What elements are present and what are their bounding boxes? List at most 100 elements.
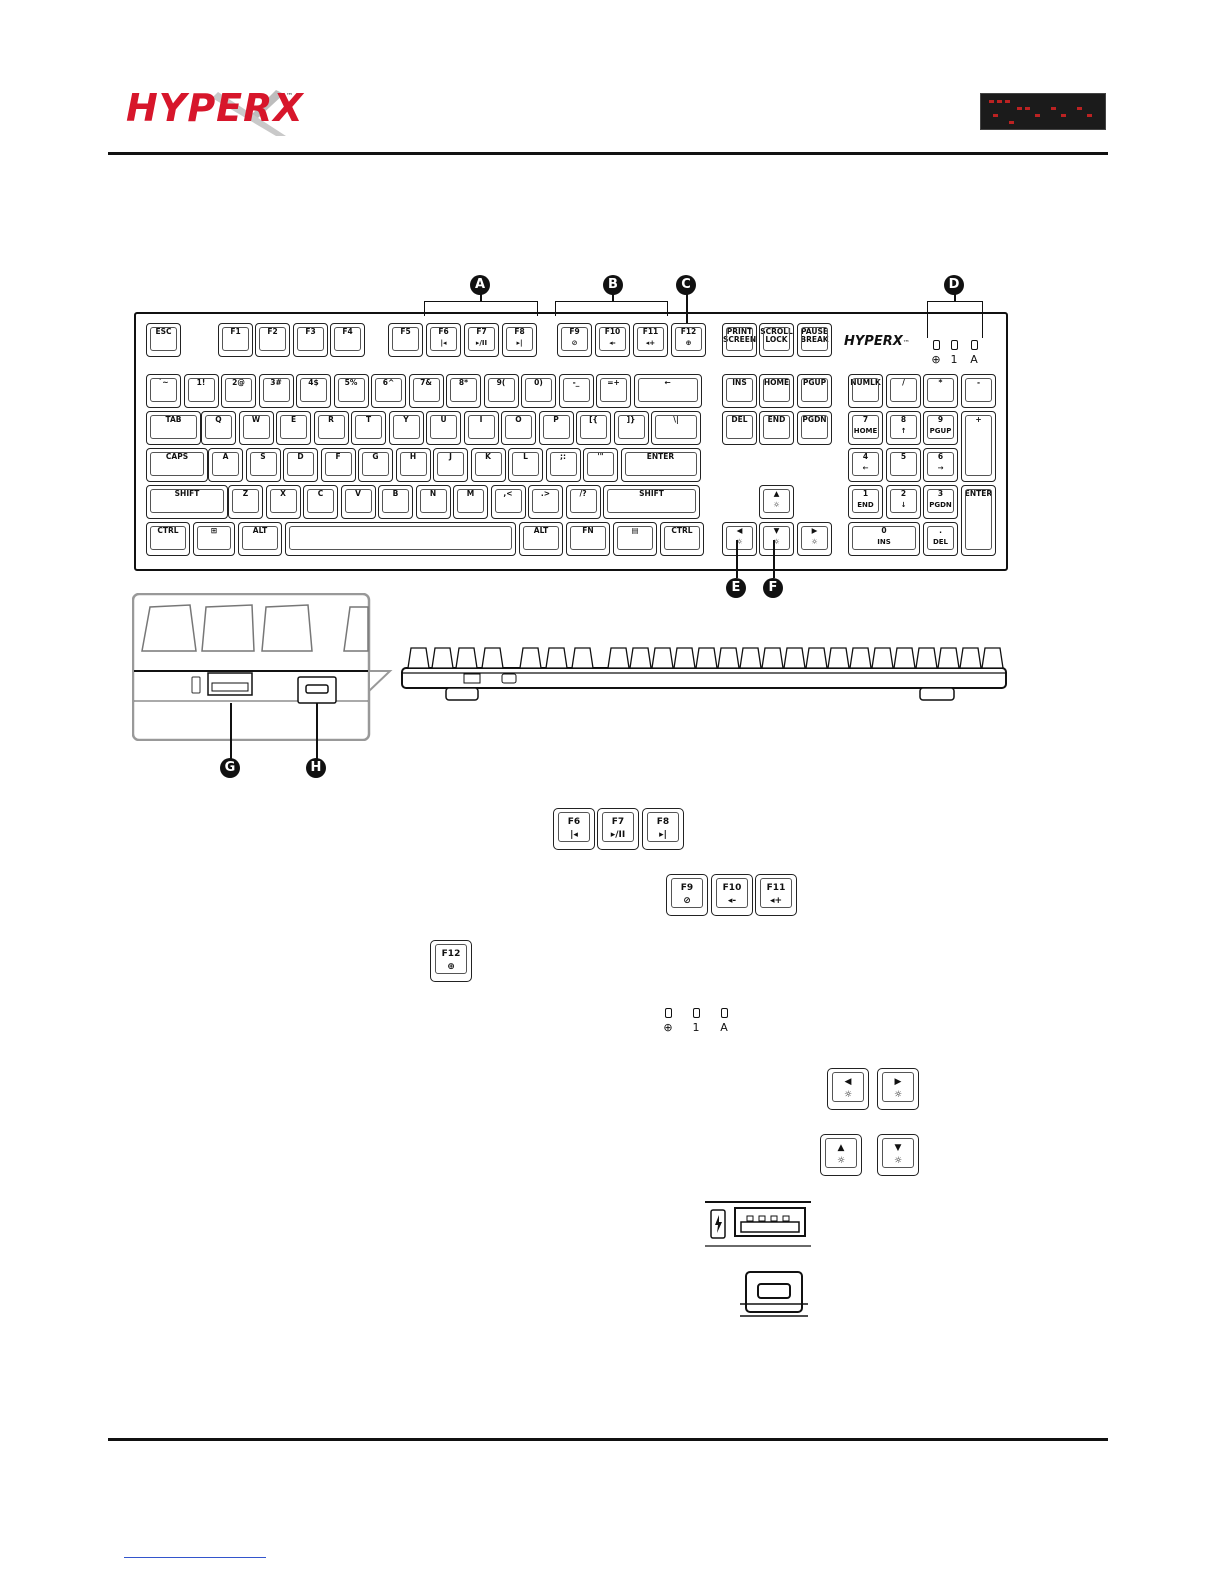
leader-d bbox=[954, 292, 956, 301]
callout-a: A bbox=[470, 275, 490, 295]
key-label: F3 bbox=[305, 327, 316, 336]
key-letter: O bbox=[501, 411, 536, 445]
key-f4: F4 bbox=[330, 323, 365, 357]
key-label: ▶ bbox=[811, 526, 818, 535]
key-num: 4$ bbox=[296, 374, 331, 408]
key-label: * bbox=[938, 378, 943, 387]
key-label: 7 bbox=[862, 415, 869, 424]
callout-f: F bbox=[763, 578, 783, 598]
leader-g bbox=[230, 703, 232, 759]
key-letter: C bbox=[303, 485, 338, 519]
key-letter: H bbox=[395, 448, 431, 482]
legend-led-indicators: ⊕ 1 A bbox=[658, 1008, 734, 1034]
key-shift: SHIFT bbox=[603, 485, 700, 519]
key-bottom: FN bbox=[566, 522, 610, 556]
legend-led-num: 1 bbox=[686, 1008, 706, 1034]
key-label: 4$ bbox=[308, 378, 319, 387]
key-label: 8 bbox=[900, 415, 907, 424]
key-sublabel: ↓ bbox=[900, 501, 907, 510]
key-num: 5% bbox=[333, 374, 369, 408]
key-label: F5 bbox=[400, 327, 411, 336]
key-bottom: CTRL bbox=[660, 522, 704, 556]
key-sublabel: ◂+ bbox=[645, 339, 656, 348]
key-letter: U bbox=[426, 411, 461, 445]
key-nav: PGUP bbox=[797, 374, 832, 408]
key-label: =+ bbox=[607, 378, 620, 387]
key-label: E bbox=[290, 415, 297, 424]
key-label: F12 bbox=[680, 327, 697, 336]
side-keycap bbox=[545, 647, 568, 669]
key-label: N bbox=[429, 489, 437, 498]
key-num: 1! bbox=[183, 374, 219, 408]
key-bottom: CTRL bbox=[146, 522, 190, 556]
key-f11: F11◂+ bbox=[633, 323, 668, 357]
key-label: ▼ bbox=[773, 526, 780, 535]
key-label: ← bbox=[664, 378, 671, 387]
key-label: T bbox=[365, 415, 372, 424]
key-nav: HOME bbox=[759, 374, 794, 408]
keyboard-logo-tm: ™ bbox=[902, 339, 910, 347]
callout-d: D bbox=[944, 275, 964, 295]
led-indicators: ⊕ 1 A bbox=[926, 340, 984, 366]
key-letter: B bbox=[378, 485, 413, 519]
side-keycap bbox=[431, 647, 454, 669]
key-label: 0 bbox=[881, 526, 887, 535]
key-f2: F2 bbox=[255, 323, 290, 357]
key-label: Q bbox=[215, 415, 222, 424]
callout-h: H bbox=[306, 758, 326, 778]
key-label: Y bbox=[403, 415, 409, 424]
key-label: PGDN bbox=[802, 415, 827, 424]
led-game-label: ⊕ bbox=[931, 353, 941, 366]
key-f7: F7 ▸/II bbox=[464, 323, 499, 357]
key-label: G bbox=[372, 452, 379, 461]
legend-key-left: ◀☼ bbox=[827, 1068, 869, 1110]
key-letter: A bbox=[208, 448, 243, 482]
key-label: F7 bbox=[476, 327, 487, 336]
key-sublabel: |◂ bbox=[440, 339, 447, 348]
key-label: 9 bbox=[937, 415, 944, 424]
port-zoom-inset bbox=[131, 592, 393, 742]
key-letter: L bbox=[508, 448, 543, 482]
key-label: 7& bbox=[420, 378, 432, 387]
key-bottom: ALT bbox=[519, 522, 563, 556]
key-sublabel: ▸/II bbox=[475, 339, 488, 348]
key-nav: PGDN bbox=[797, 411, 832, 445]
key-sublabel: ☼ bbox=[736, 538, 743, 547]
key-letter: P bbox=[538, 411, 574, 445]
key-sublabel: END bbox=[857, 501, 874, 510]
led-caps-label: A bbox=[970, 353, 978, 366]
key-label: 8* bbox=[458, 378, 469, 387]
legend-key-f7: F7▸/II bbox=[597, 808, 639, 850]
key-enter: ENTER bbox=[620, 448, 701, 482]
key-label: 9( bbox=[496, 378, 506, 387]
key-label: H bbox=[409, 452, 417, 461]
key-sublabel: HOME bbox=[853, 427, 878, 436]
side-keycap bbox=[937, 647, 960, 669]
key-letter: /? bbox=[565, 485, 601, 519]
key-nav: PRINT SCREEN bbox=[722, 323, 757, 357]
key-backslash: \| bbox=[651, 411, 701, 445]
key-letter: Q bbox=[201, 411, 236, 445]
key-letter: Z bbox=[228, 485, 263, 519]
key-f1: F1 bbox=[218, 323, 253, 357]
key-label: '" bbox=[597, 452, 604, 461]
key-label: F6 bbox=[438, 327, 449, 336]
key-num: 0) bbox=[521, 374, 556, 408]
key-label: X bbox=[280, 489, 286, 498]
side-keycap bbox=[915, 647, 938, 669]
key-letter: W bbox=[238, 411, 274, 445]
header-rule bbox=[108, 152, 1108, 155]
mini-usb-port-icon bbox=[740, 1271, 808, 1317]
hyperx-logo: HYPERX ™ bbox=[126, 84, 303, 140]
key-label: 2@ bbox=[232, 378, 245, 387]
key-sublabel: ☼ bbox=[811, 538, 818, 547]
key-f5: F5 bbox=[388, 323, 423, 357]
key-label: PGUP bbox=[802, 378, 827, 387]
key-numpad: - bbox=[961, 374, 996, 408]
key-backspace: ← bbox=[633, 374, 702, 408]
side-keycap bbox=[827, 647, 850, 669]
key-sublabel: INS bbox=[877, 538, 891, 547]
key-label: O bbox=[515, 415, 522, 424]
key-label: - bbox=[976, 378, 981, 387]
